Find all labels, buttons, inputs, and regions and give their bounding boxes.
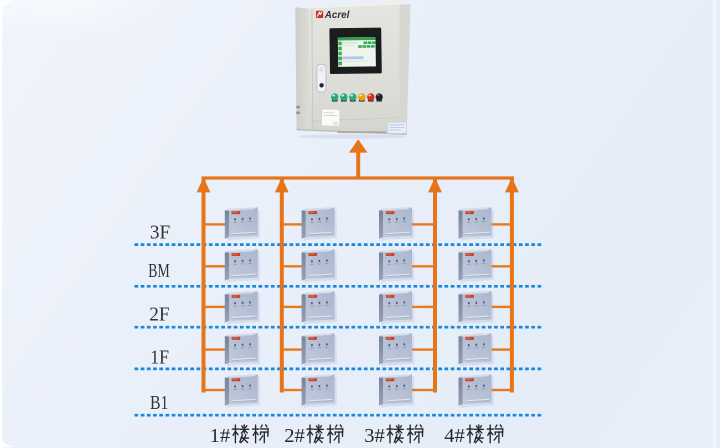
- svg-text:3#: 3#: [364, 425, 385, 447]
- svg-text:2#: 2#: [284, 425, 305, 447]
- svg-text:2F: 2F: [149, 303, 169, 325]
- svg-text:BM: BM: [148, 260, 169, 282]
- svg-text:B1: B1: [150, 392, 168, 414]
- svg-text:Acrel: Acrel: [324, 10, 350, 21]
- svg-text:1F: 1F: [150, 346, 169, 368]
- svg-text:1#: 1#: [210, 425, 231, 447]
- svg-text:3F: 3F: [150, 222, 170, 244]
- svg-text:4#: 4#: [444, 425, 465, 447]
